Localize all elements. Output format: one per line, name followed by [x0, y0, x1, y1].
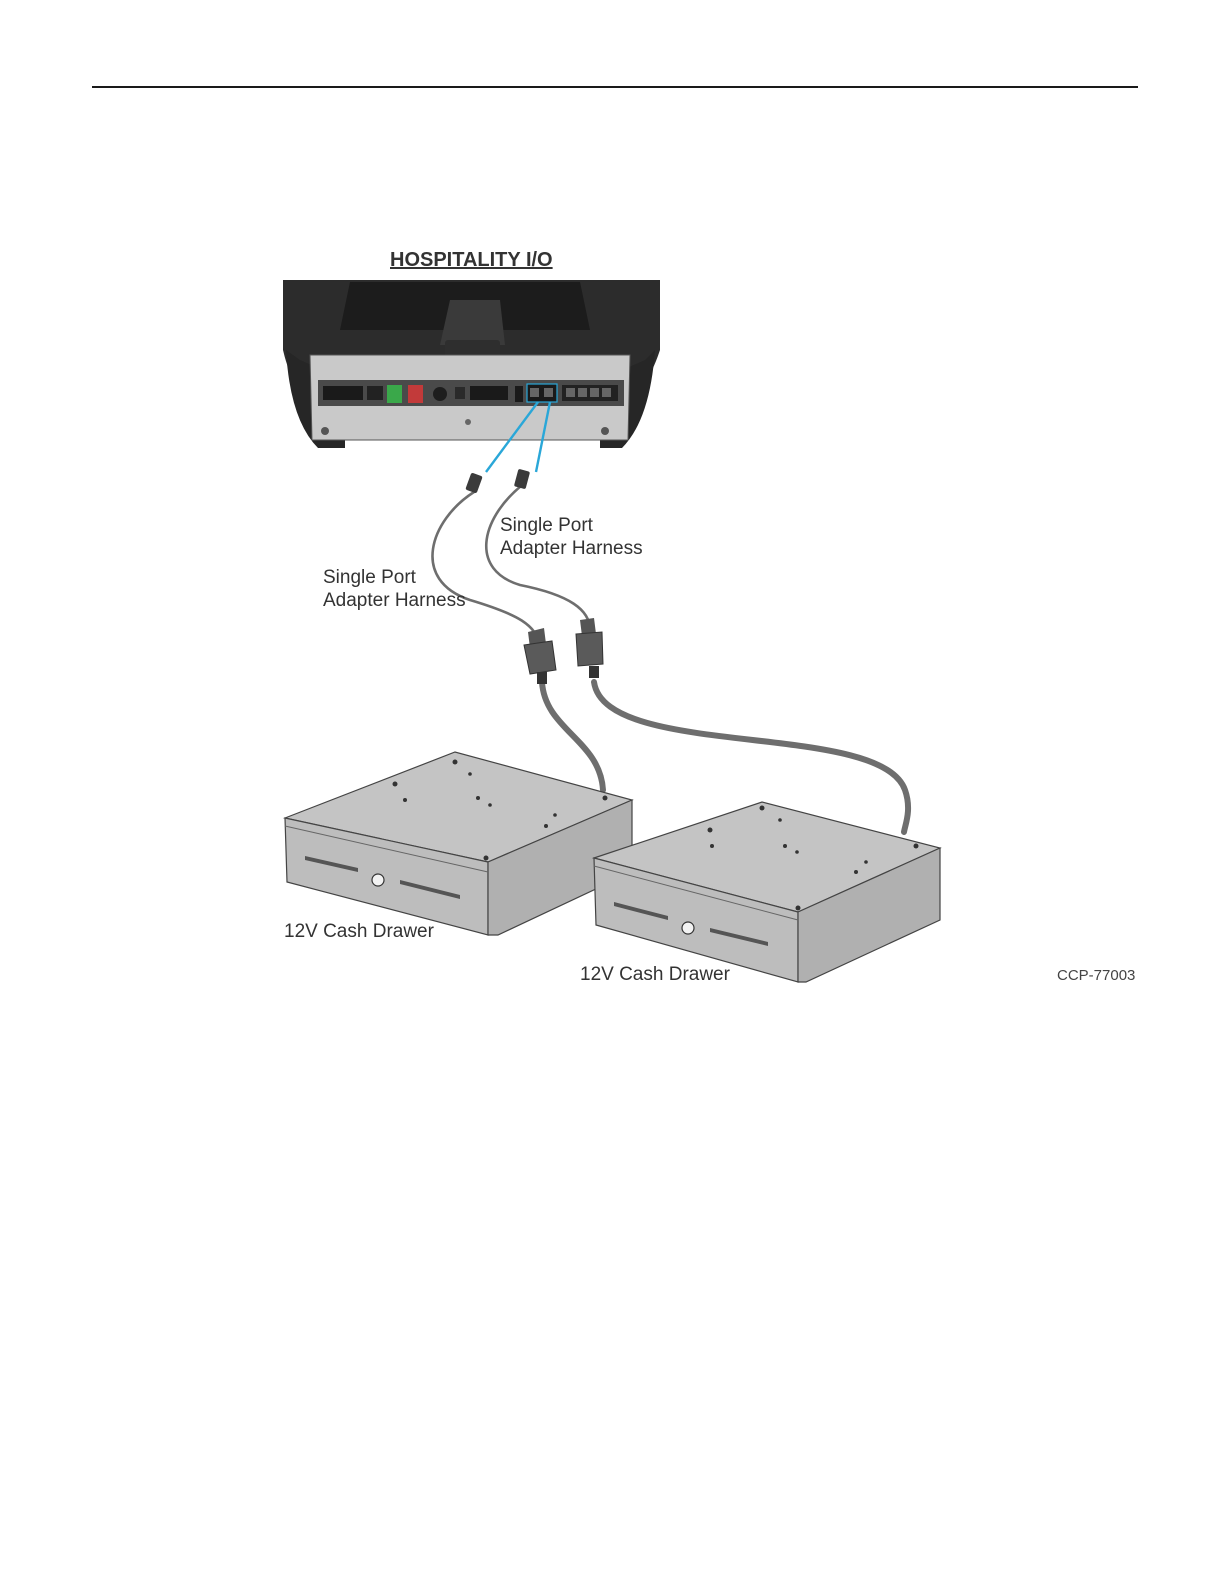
- harness-label-right-line2: Adapter Harness: [500, 537, 643, 560]
- cash-drawer-left: [285, 752, 632, 935]
- harness-label-right: Single Port Adapter Harness: [500, 514, 643, 560]
- adapter-box-right-icon: [576, 618, 603, 678]
- terminal-rear-view: [283, 280, 660, 448]
- drawer-label-right: 12V Cash Drawer: [580, 963, 730, 986]
- harness-label-left: Single Port Adapter Harness: [323, 566, 466, 612]
- harness-label-left-line2: Adapter Harness: [323, 589, 466, 612]
- harness-label-left-line1: Single Port: [323, 566, 466, 589]
- rj-plug-left-icon: [465, 472, 482, 493]
- cash-drawer-right: [594, 802, 940, 982]
- figure-code: CCP-77003: [1057, 967, 1135, 984]
- drawer-label-left: 12V Cash Drawer: [284, 920, 434, 943]
- rj-plug-right-icon: [514, 469, 530, 489]
- adapter-box-left-icon: [524, 628, 556, 684]
- harness-label-right-line1: Single Port: [500, 514, 643, 537]
